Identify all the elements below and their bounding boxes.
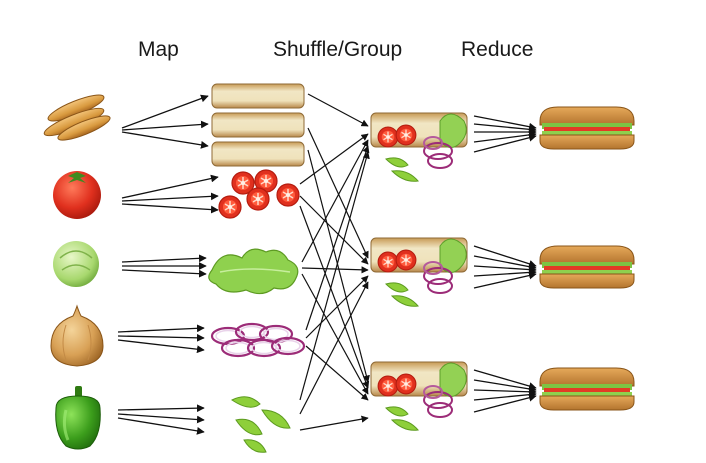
map-stage-title: Map	[138, 38, 179, 61]
sandwich-icon	[539, 367, 635, 411]
lettuce-icon	[53, 241, 99, 287]
shuffle-arrows	[299, 93, 370, 431]
pepper-icon	[55, 386, 101, 450]
shuffle-stage-title: Shuffle/Group	[273, 38, 403, 61]
reduce-arrows	[473, 115, 537, 413]
sandwich-icon	[539, 245, 635, 289]
onion-rings-icon	[210, 322, 306, 358]
map-arrows	[117, 94, 219, 435]
sandwich-icon	[539, 106, 635, 150]
bread-slices-icon	[211, 83, 305, 167]
pepper-strips-icon	[231, 396, 291, 453]
tomato-slices-icon	[218, 169, 300, 219]
onion-icon	[50, 304, 104, 367]
reduce-stage-title: Reduce	[461, 38, 534, 61]
ingredient-group-icon	[371, 362, 467, 430]
lettuce-leaves-icon	[208, 248, 299, 295]
ingredient-group-icon	[371, 238, 467, 306]
bread-loaf-icon	[43, 94, 111, 141]
tomato-icon	[53, 171, 101, 219]
ingredient-group-icon	[371, 113, 467, 181]
